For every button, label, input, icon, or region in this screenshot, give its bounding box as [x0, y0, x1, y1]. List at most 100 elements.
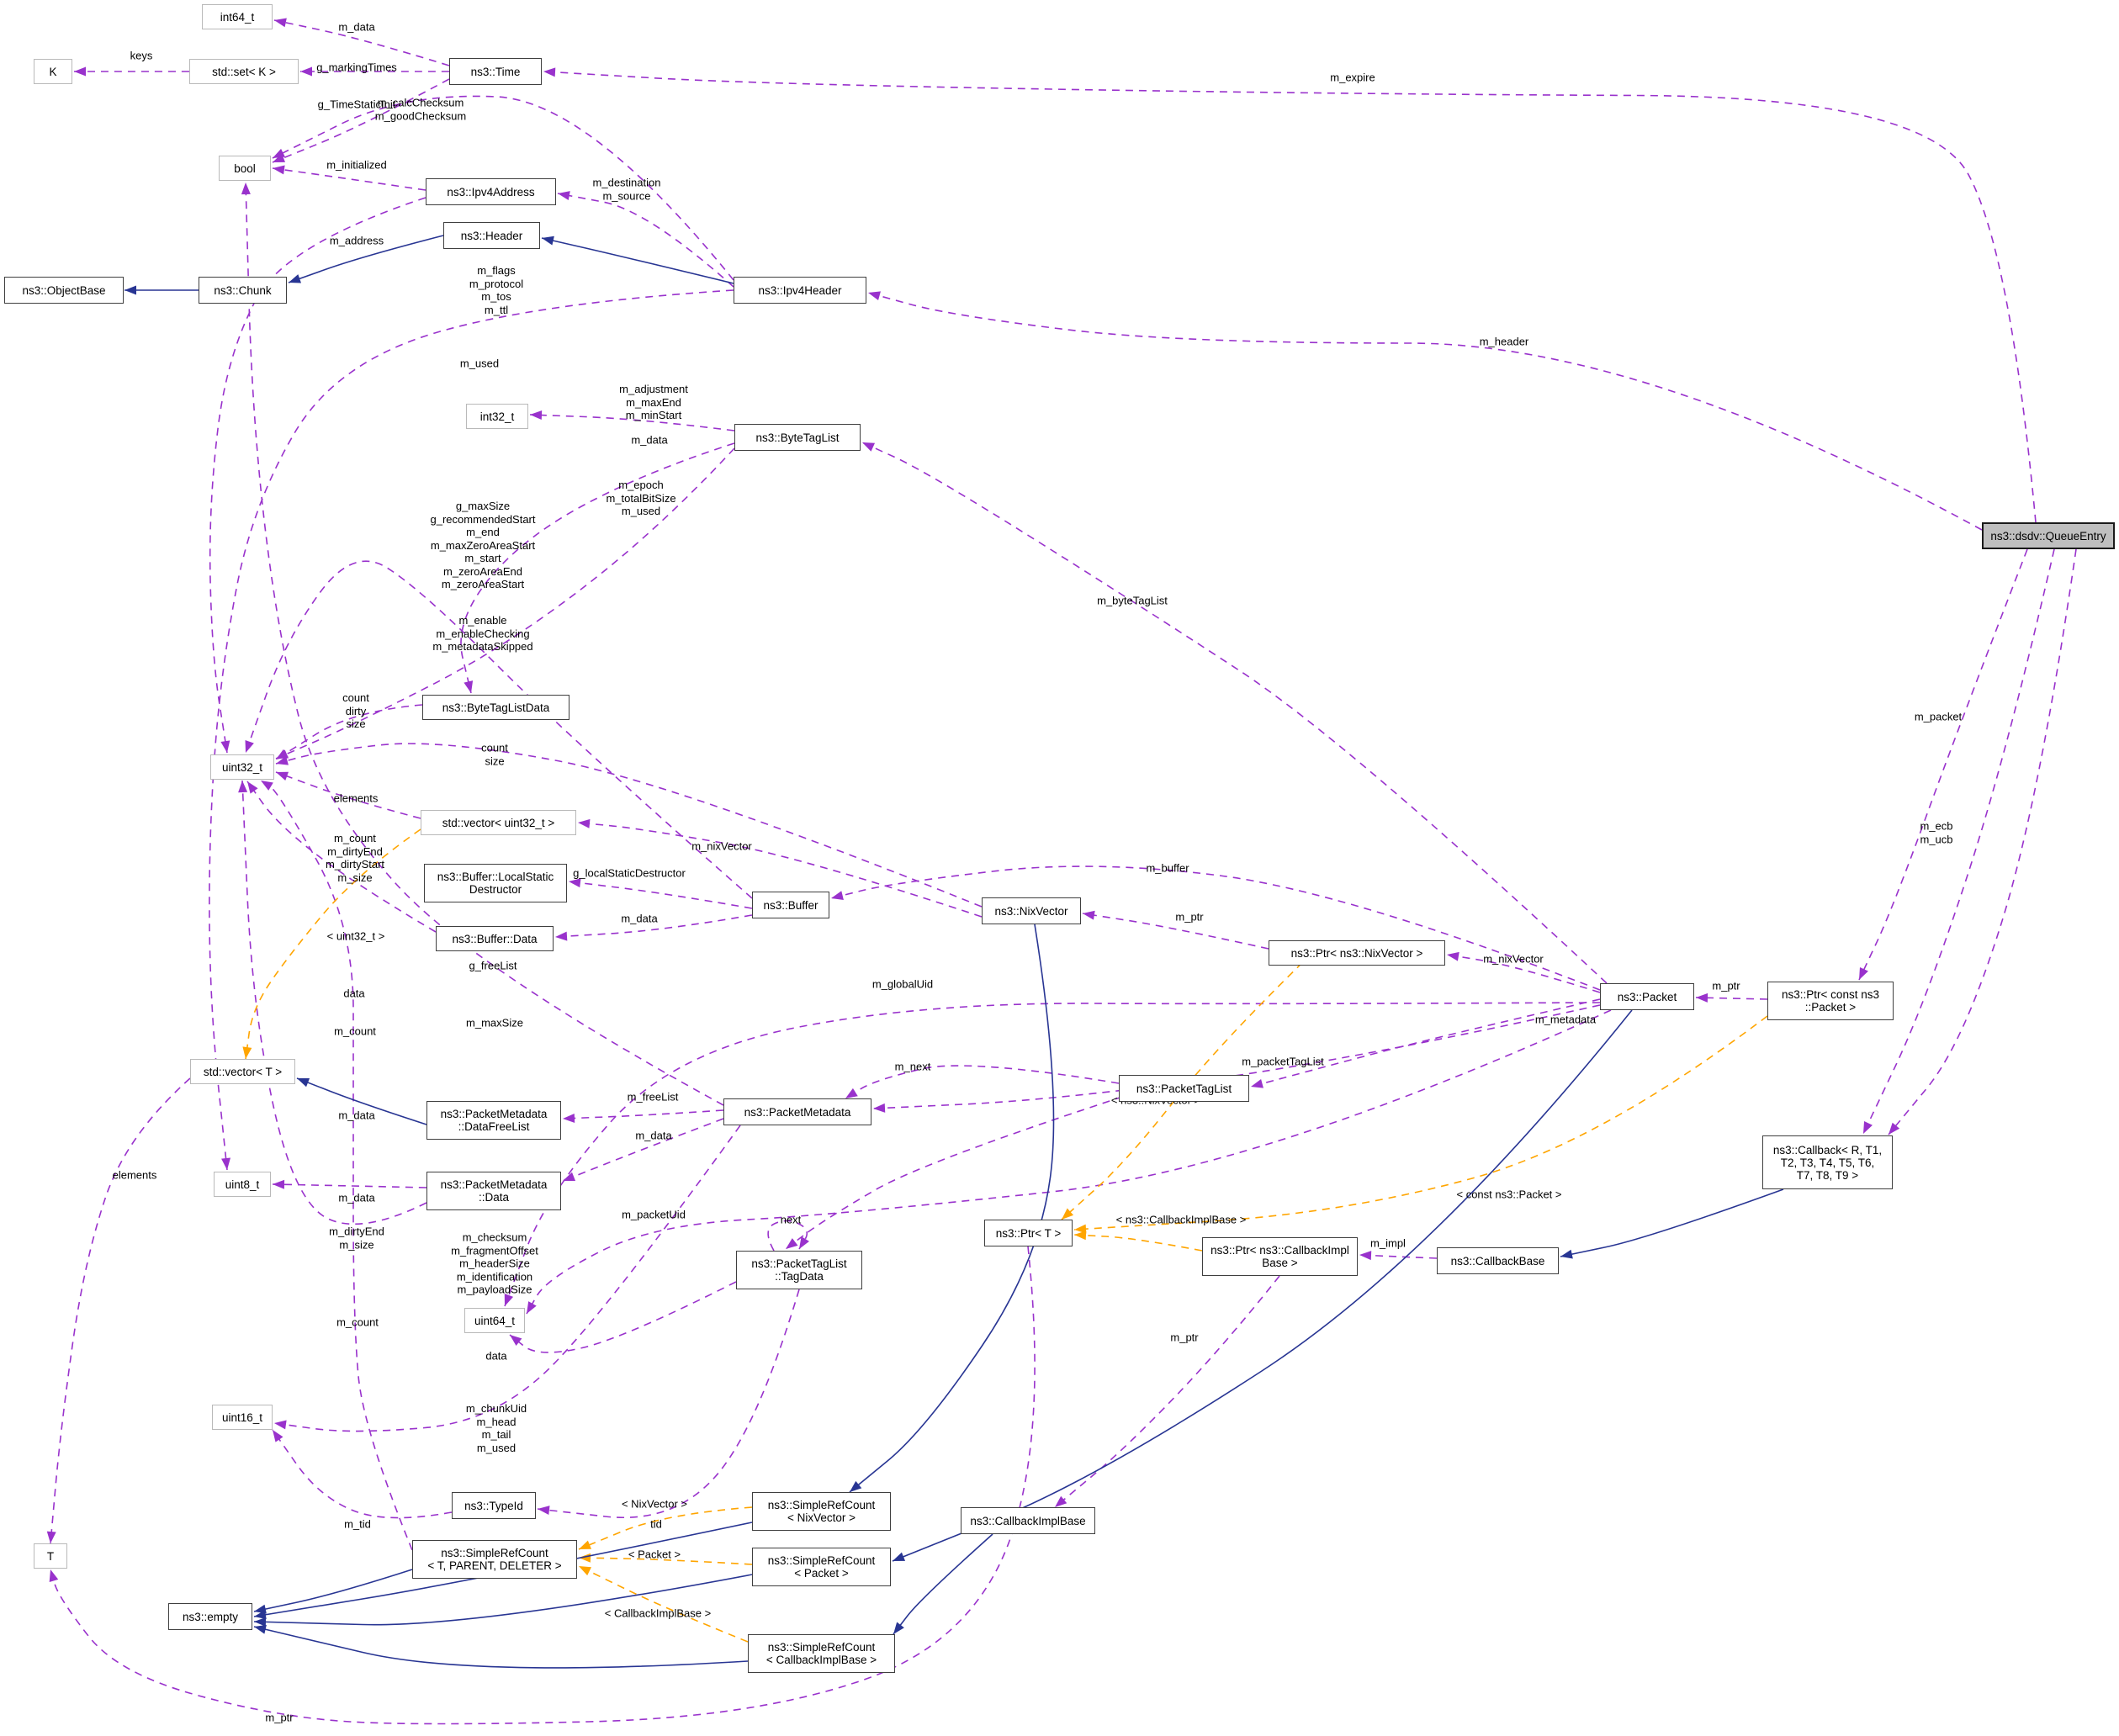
edge-member: [275, 447, 735, 760]
edge-template: [1073, 1015, 1768, 1231]
arrowhead: [273, 148, 285, 158]
node-blsd[interactable]: ns3::Buffer::LocalStatic Destructor: [424, 864, 567, 902]
arrowhead: [254, 1610, 267, 1620]
edge-member: [562, 1118, 724, 1182]
node-dfl[interactable]: ns3::PacketMetadata ::DataFreeList: [426, 1101, 561, 1140]
edge-member: [562, 1109, 724, 1119]
edge-member: [557, 193, 734, 288]
arrowhead: [220, 740, 230, 753]
arrowhead: [1859, 966, 1868, 980]
arrowhead: [504, 1293, 514, 1306]
node-pmdata[interactable]: ns3::PacketMetadata ::Data: [426, 1172, 561, 1210]
node-bufdata[interactable]: ns3::Buffer::Data: [436, 926, 554, 951]
node-srcpkt[interactable]: ns3::SimpleRefCount < Packet >: [752, 1548, 891, 1586]
arrowhead: [530, 410, 543, 421]
arrowhead: [245, 739, 254, 753]
arrowhead: [238, 781, 248, 793]
arrowhead: [555, 931, 568, 941]
edge-member: [245, 182, 724, 1106]
node-ptrcib[interactable]: ns3::Ptr< ns3::CallbackImpl Base >: [1202, 1237, 1358, 1276]
arrowhead: [1560, 1249, 1573, 1259]
node-cib[interactable]: ns3::CallbackImplBase: [961, 1507, 1095, 1534]
arrowhead: [510, 1335, 522, 1347]
edge-member: [272, 1183, 427, 1188]
edge-member: [272, 167, 426, 191]
node-srccib[interactable]: ns3::SimpleRefCount < CallbackImplBase >: [748, 1634, 895, 1673]
arrowhead: [893, 1622, 904, 1634]
node-ipv4addr[interactable]: ns3::Ipv4Address: [426, 178, 556, 205]
edge-inherit: [253, 1626, 749, 1669]
edge-member: [504, 1002, 1601, 1307]
node-objbase[interactable]: ns3::ObjectBase: [4, 277, 124, 304]
node-btld[interactable]: ns3::ByteTagListData: [422, 695, 569, 720]
edge-member: [830, 865, 1601, 991]
edge-member: [554, 914, 753, 938]
edge-member: [275, 743, 983, 908]
node-chunk[interactable]: ns3::Chunk: [199, 277, 287, 304]
arrowhead: [563, 1172, 576, 1181]
arrowhead: [46, 1531, 56, 1543]
edge-member: [209, 289, 734, 1171]
edge-template: [1061, 952, 1313, 1220]
node-ptrconstpkt[interactable]: ns3::Ptr< const ns3 ::Packet >: [1767, 982, 1894, 1020]
edge-member: [275, 771, 421, 819]
edge-inherit: [1560, 1188, 1784, 1257]
arrowhead: [569, 878, 581, 888]
arrowhead: [563, 1113, 575, 1123]
node-ptl[interactable]: ns3::PacketTagList: [1119, 1075, 1249, 1102]
node-vecT: std::vector< T >: [190, 1059, 295, 1084]
arrowhead: [542, 236, 554, 246]
arrowhead: [276, 756, 289, 765]
node-pmd[interactable]: ns3::PacketMetadata: [723, 1098, 871, 1125]
edge-member: [50, 1246, 1036, 1725]
node-ptrT[interactable]: ns3::Ptr< T >: [984, 1220, 1073, 1246]
edge-template: [578, 1506, 753, 1550]
arrowhead: [273, 1179, 285, 1189]
node-uint32: uint32_t: [210, 754, 274, 780]
node-empty[interactable]: ns3::empty: [168, 1603, 252, 1630]
node-srcnix[interactable]: ns3::SimpleRefCount < NixVector >: [752, 1492, 891, 1531]
node-callback[interactable]: ns3::Callback< R, T1, T2, T3, T4, T5, T6…: [1762, 1135, 1893, 1189]
arrowhead: [273, 1430, 283, 1442]
node-cbbase[interactable]: ns3::CallbackBase: [1437, 1247, 1559, 1274]
edge-member: [260, 780, 413, 1551]
node-typeid[interactable]: ns3::TypeId: [452, 1492, 536, 1519]
edge-member: [1082, 913, 1269, 950]
arrowhead: [273, 165, 285, 175]
arrowhead: [1447, 951, 1459, 961]
node-time[interactable]: ns3::Time: [449, 58, 542, 85]
node-packet[interactable]: ns3::Packet: [1600, 983, 1694, 1010]
arrowhead: [49, 1569, 59, 1582]
edge-member: [246, 781, 437, 933]
arrowhead: [799, 1236, 809, 1249]
arrowhead: [850, 1480, 862, 1492]
arrowhead: [558, 191, 570, 200]
node-ipv4hdr[interactable]: ns3::Ipv4Header: [734, 277, 866, 304]
node-tagdata[interactable]: ns3::PacketTagList ::TagData: [736, 1251, 862, 1289]
arrowhead: [221, 1157, 231, 1170]
edge-member: [1888, 548, 2077, 1135]
node-src[interactable]: ns3::SimpleRefCount < T, PARENT, DELETER…: [412, 1540, 577, 1579]
node-nixvec[interactable]: ns3::NixVector: [982, 897, 1081, 924]
arrowhead: [464, 680, 474, 693]
edge-member: [509, 1281, 737, 1353]
arrowhead: [261, 781, 273, 791]
node-header[interactable]: ns3::Header: [443, 222, 540, 249]
edge-template: [1073, 1234, 1203, 1252]
node-btl[interactable]: ns3::ByteTagList: [734, 424, 861, 451]
arrowhead: [873, 1103, 886, 1113]
node-ptrnix[interactable]: ns3::Ptr< ns3::NixVector >: [1269, 940, 1445, 966]
arrowhead: [1074, 1224, 1087, 1234]
node-buffer[interactable]: ns3::Buffer: [752, 892, 829, 918]
edge-inherit: [892, 1009, 1633, 1562]
node-vecu32: std::vector< uint32_t >: [421, 810, 576, 835]
arrowhead: [831, 891, 844, 900]
edge-member: [272, 78, 450, 163]
edge-inherit: [849, 924, 1055, 1493]
edge-member: [845, 1065, 1120, 1099]
edge-member: [1054, 1275, 1280, 1508]
edge-member: [1862, 548, 2055, 1135]
arrowhead: [845, 1088, 858, 1098]
node-queueentry[interactable]: ns3::dsdv::QueueEntry: [1982, 522, 2115, 549]
